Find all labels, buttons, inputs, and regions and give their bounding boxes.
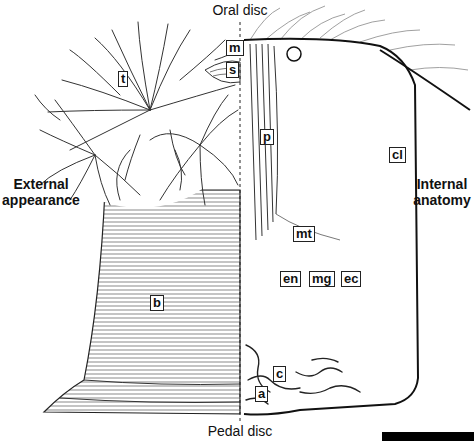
pedal-flare <box>60 380 240 403</box>
callout-box: cl <box>389 147 406 163</box>
callout-letter: t <box>121 71 125 86</box>
callout-box: mg <box>309 271 335 287</box>
callout-letter: s <box>229 62 236 77</box>
callout-box: b <box>150 295 164 311</box>
callout-letter: a <box>258 386 265 401</box>
annotation-label: Oral disc <box>205 2 275 18</box>
annotation-label: Internal anatomy <box>410 176 474 208</box>
callout-box: ec <box>341 271 361 287</box>
callout-box: en <box>280 271 301 287</box>
callout-box: m <box>226 40 244 56</box>
acontia <box>246 345 360 404</box>
callout-box: t <box>118 71 128 87</box>
body-wall <box>244 39 418 415</box>
callout-letter: cl <box>392 147 403 162</box>
callout-letter: mt <box>296 226 312 241</box>
oral-disc-edge <box>380 50 470 110</box>
callout-letter: ec <box>344 271 358 286</box>
callout-letter: en <box>283 271 298 286</box>
callout-letter: mg <box>312 271 332 286</box>
annotation-label: Pedal disc <box>203 423 277 439</box>
callout-letter: p <box>263 129 271 144</box>
pharynx <box>250 44 278 240</box>
callout-letter: b <box>153 295 161 310</box>
callout-letter: m <box>229 40 241 55</box>
callout-box: mt <box>293 226 315 242</box>
callout-box: c <box>273 366 286 382</box>
annotation-label: External appearance <box>0 176 82 208</box>
acrorhagus <box>287 47 301 61</box>
column-body <box>44 190 240 414</box>
scale-bar <box>382 432 474 441</box>
callout-letter: c <box>276 366 283 381</box>
mouth <box>205 61 240 83</box>
callout-box: p <box>260 129 274 145</box>
callout-box: s <box>226 62 239 78</box>
callout-box: a <box>255 386 268 402</box>
midline <box>240 22 241 424</box>
